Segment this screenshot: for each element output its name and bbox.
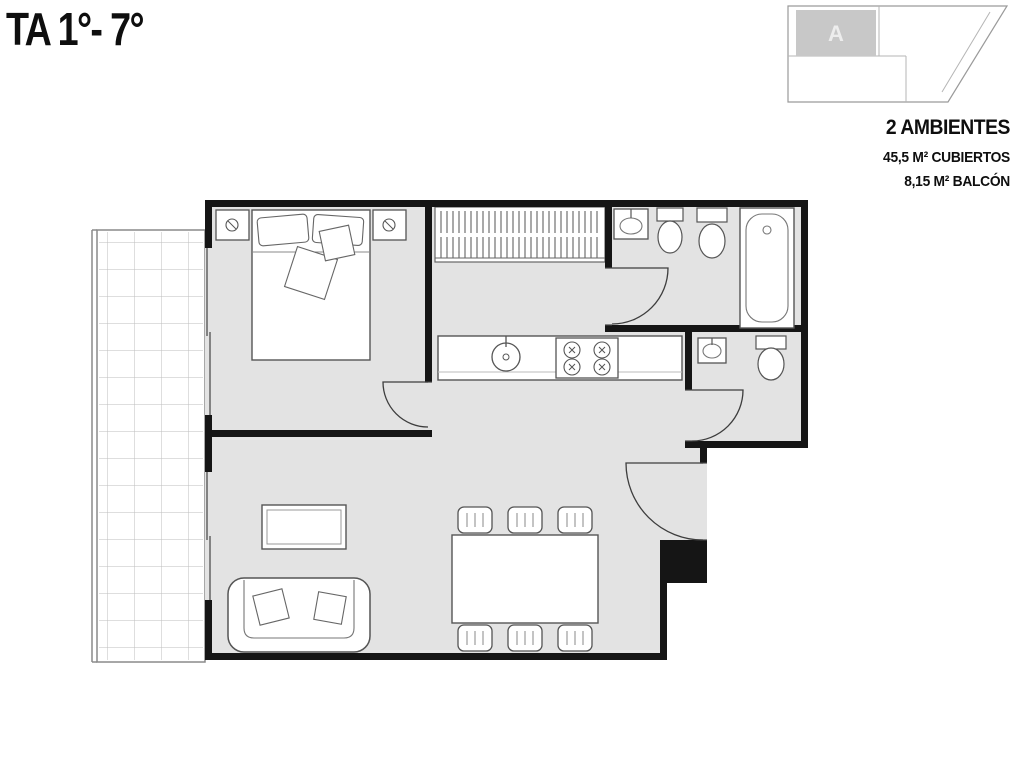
lamp-icon — [382, 218, 396, 232]
wall-left-top-stub — [205, 207, 212, 248]
lamp-icon — [225, 218, 239, 232]
kitchen — [437, 335, 683, 381]
legend-balcony-area: 8,15 M² BALCÓN — [904, 173, 1010, 190]
wall-bedroom-right — [425, 207, 432, 382]
wall-bath1-left — [605, 207, 612, 268]
burner — [593, 341, 611, 359]
wall-bath2-left — [685, 332, 692, 390]
bathroom-secondary — [697, 335, 787, 381]
key-plan: A — [787, 5, 1009, 103]
wall-bath2-bottom — [685, 441, 808, 448]
unit-legend: 2 AMBIENTES 45,5 M² CUBIERTOS 8,15 M² BA… — [883, 116, 1010, 197]
door-bedroom — [382, 381, 429, 428]
bed-cushion-large — [283, 245, 339, 301]
wall-top — [205, 200, 808, 207]
bidet-icon — [657, 220, 683, 254]
legend-covered-area: 45,5 M² CUBIERTOS — [883, 149, 1010, 166]
bidet-tank — [656, 207, 684, 222]
sofa-seat-line — [243, 580, 355, 639]
wall-bath1-bottom — [605, 325, 808, 332]
bathroom-main — [613, 207, 795, 329]
toilet-icon — [698, 223, 726, 259]
door-entry — [625, 462, 704, 541]
wall-entry-stub — [700, 448, 707, 463]
sink-drain — [502, 353, 510, 361]
chair — [507, 624, 543, 652]
wall-right — [801, 200, 808, 448]
door-arcs — [382, 267, 744, 541]
coffee-table-inner — [266, 509, 342, 545]
chair — [557, 506, 593, 534]
living-furniture — [227, 504, 371, 653]
lamp-icon-line — [384, 220, 394, 230]
wall-bottom — [205, 653, 667, 660]
burner-cross — [568, 346, 576, 354]
page-title: TA 1°- 7° — [6, 3, 145, 55]
burner-cross — [598, 363, 606, 371]
burner-cross — [568, 363, 576, 371]
burner — [563, 341, 581, 359]
bathtub-inner — [745, 213, 789, 323]
pillow-left — [256, 213, 310, 247]
wall-column-block — [660, 540, 707, 583]
kitchen-sink-icon — [491, 342, 521, 372]
sofa-cushion-right — [313, 591, 347, 625]
chair — [557, 624, 593, 652]
unit-label: A — [828, 21, 844, 46]
wall-left-bottom-stub — [205, 600, 212, 653]
highlighted-unit — [796, 10, 876, 56]
toilette-toilet-tank — [755, 335, 787, 350]
walls — [205, 200, 808, 660]
closet — [434, 206, 606, 263]
chair — [457, 506, 493, 534]
burner — [563, 358, 581, 376]
bed-cushion-small — [318, 224, 356, 262]
coffee-table — [261, 504, 347, 550]
sofa-cushion-left — [252, 588, 290, 626]
toilet-tank — [696, 207, 728, 223]
closet-hanging-rail — [439, 211, 601, 258]
sofa — [227, 577, 371, 653]
toilette-toilet-icon — [757, 347, 785, 381]
wall-bedroom-bottom — [205, 430, 432, 437]
wall-lower-right — [660, 583, 667, 660]
door-bathroom-secondary — [691, 389, 744, 442]
balcony-tiles — [99, 232, 203, 660]
nightstand-right — [372, 209, 407, 241]
burner-cross — [598, 346, 606, 354]
bathtub — [739, 207, 795, 329]
legend-rooms: 2 AMBIENTES — [885, 116, 1011, 139]
chair — [507, 506, 543, 534]
wall-left-middle-stub — [205, 415, 212, 472]
burner — [593, 358, 611, 376]
openings — [206, 248, 707, 600]
bathtub-drain — [762, 225, 772, 235]
bedroom-furniture — [215, 209, 407, 361]
dining-table — [451, 534, 599, 624]
lamp-icon-line — [227, 220, 237, 230]
dining-set — [451, 506, 599, 652]
door-bathroom-main — [611, 267, 669, 325]
key-plan-partition — [941, 11, 991, 93]
balcony — [91, 229, 206, 663]
chair — [457, 624, 493, 652]
